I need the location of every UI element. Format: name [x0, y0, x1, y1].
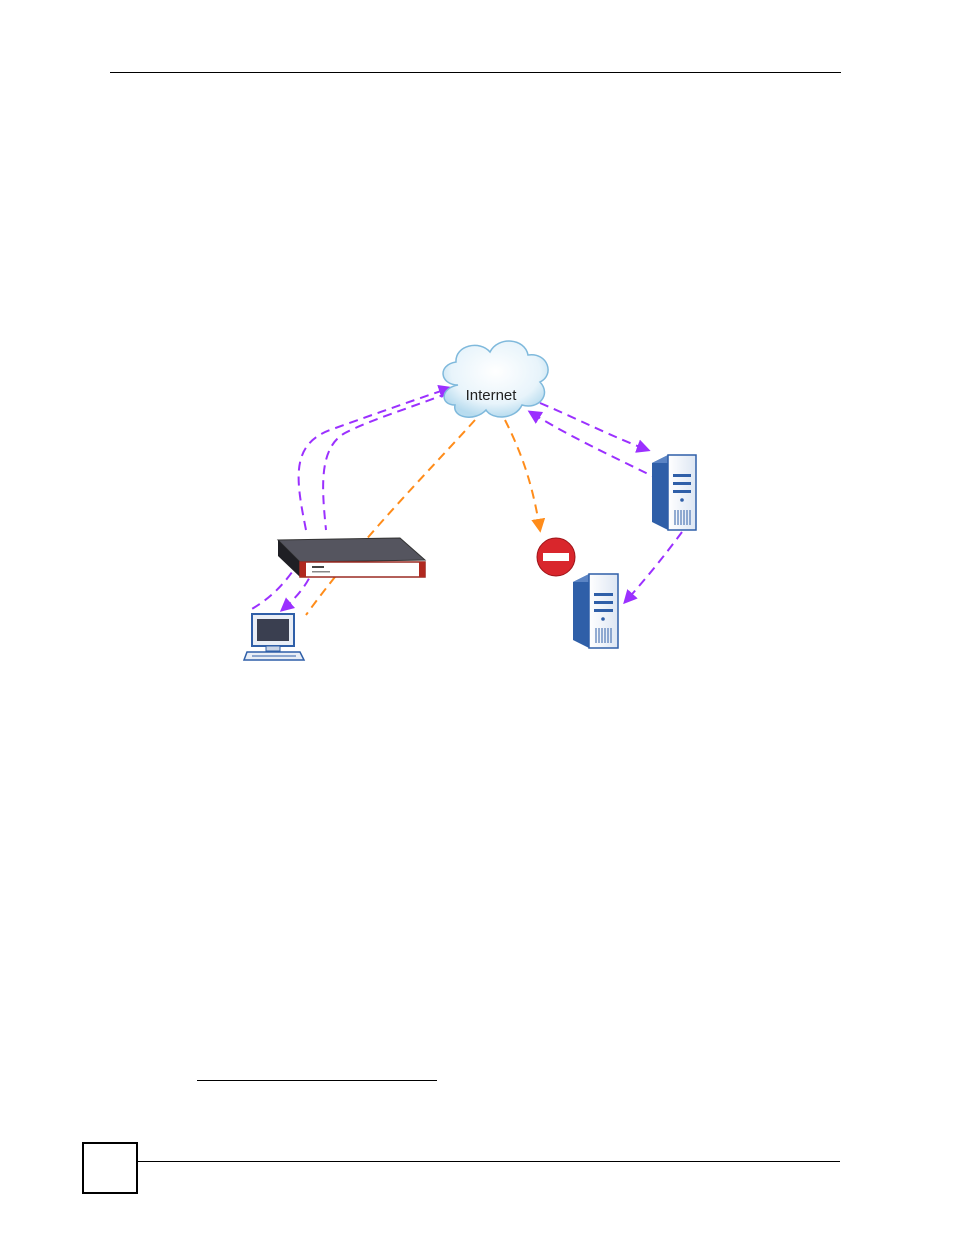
- footnote-rule: [197, 1080, 437, 1081]
- blocked-icon: [537, 538, 575, 576]
- firewall-device: [278, 538, 425, 577]
- internet-label: Internet: [466, 387, 518, 404]
- server-icon: [573, 574, 618, 648]
- path-server-top-to-internet: [530, 412, 660, 480]
- footer-rule: [138, 1161, 840, 1162]
- path-internet-to-blocked: [505, 420, 540, 530]
- client-computer: [244, 614, 304, 660]
- path-firewall-to-internet-outer: [299, 388, 450, 530]
- path-internet-to-computer-blocked: [306, 420, 475, 615]
- path-server-top-to-server-bottom: [625, 532, 682, 602]
- internet-cloud: Internet: [443, 341, 548, 417]
- path-internet-to-server-top: [540, 403, 648, 450]
- path-internet-to-firewall-inner: [323, 393, 448, 530]
- page-number-box: [82, 1142, 138, 1194]
- server-icon: [652, 455, 696, 530]
